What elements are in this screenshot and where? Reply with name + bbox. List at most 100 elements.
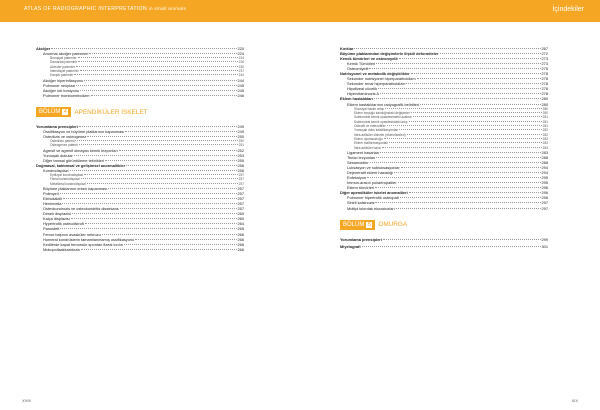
- toc-entry-title: Doğmasal, kalıtımsal ve gelişimsel anorm…: [36, 162, 126, 168]
- toc-leader-dots: [410, 73, 541, 75]
- toc-entry[interactable]: Diğer tamsal görüntüleme teknikleri 255: [36, 158, 244, 163]
- toc-entry-page: 249: [237, 124, 245, 129]
- toc-leader-dots: [108, 188, 237, 190]
- toc-entry-title: Bronşiyal paternler: [50, 56, 77, 61]
- toc-entry-title: Osteolizis ve osteogenez: [43, 134, 87, 140]
- toc-entry-title: Humeral kondrüslerin tamamlanmamış ossif…: [43, 236, 135, 242]
- toc-entry[interactable]: Büyüme plaklarından değişimlerle ilişkil…: [340, 51, 548, 56]
- toc-leader-dots: [361, 245, 541, 247]
- toc-entry-title: Osteokondrozis ve osteokondritis disseka…: [43, 206, 119, 212]
- toc-entry-title: Eklem hastalıkları: [340, 96, 373, 102]
- toc-title: İçindekiler: [552, 6, 584, 13]
- toc-entry-page: 264: [237, 221, 245, 227]
- toc-entry-title: Hipofizeal cücelik: [347, 86, 378, 92]
- toc-entry-page: 299: [541, 236, 549, 242]
- toc-entry-title: Anormal akciğer paternleri: [43, 51, 89, 57]
- toc-entry-page: 280: [542, 110, 548, 115]
- toc-entry[interactable]: İntra-artiküler cisimler (eklemfareleri)…: [340, 133, 548, 137]
- toc-entry-page: 260: [237, 211, 245, 217]
- toc-entry-page: 244: [237, 77, 245, 83]
- toc-entry[interactable]: Eklem hastalıklarının radyografik belirt…: [340, 102, 548, 107]
- toc-entry-page: 249: [237, 129, 245, 135]
- toc-entry-page: 255: [237, 157, 245, 163]
- toc-entry[interactable]: Kediierde kapat femorsün spontan fizeal …: [36, 242, 244, 247]
- toc-leader-dots: [78, 144, 238, 146]
- toc-entry[interactable]: Ossifikasyon ve büyüme plaklarının kapan…: [36, 129, 244, 134]
- toc-entry[interactable]: Doğmasal, kalıtımsal ve gelişimsel anorm…: [36, 163, 244, 168]
- toc-leader-dots: [367, 177, 541, 179]
- toc-entry-title: Yumuşak doku kalsifikasyonları: [354, 128, 399, 133]
- toc-entry[interactable]: Eklem hastalıkları 280: [340, 96, 548, 101]
- toc-entry-page: 280: [541, 96, 549, 102]
- toc-entry[interactable]: Agresif ve agresif olmayan kemik lezyonl…: [36, 148, 244, 153]
- toc-entry-page: 280: [542, 106, 548, 111]
- toc-entry-title: Multipl kıkırdak ekzostozları: [347, 205, 395, 211]
- toc-entry-title: Diğer tamsal görüntüleme teknikleri: [43, 157, 104, 163]
- toc-entry[interactable]: Humeral kondrüslerin tamamlanmamış ossif…: [36, 237, 244, 242]
- toc-entry[interactable]: Osteokondrozis ve osteokondritis disseka…: [36, 206, 244, 211]
